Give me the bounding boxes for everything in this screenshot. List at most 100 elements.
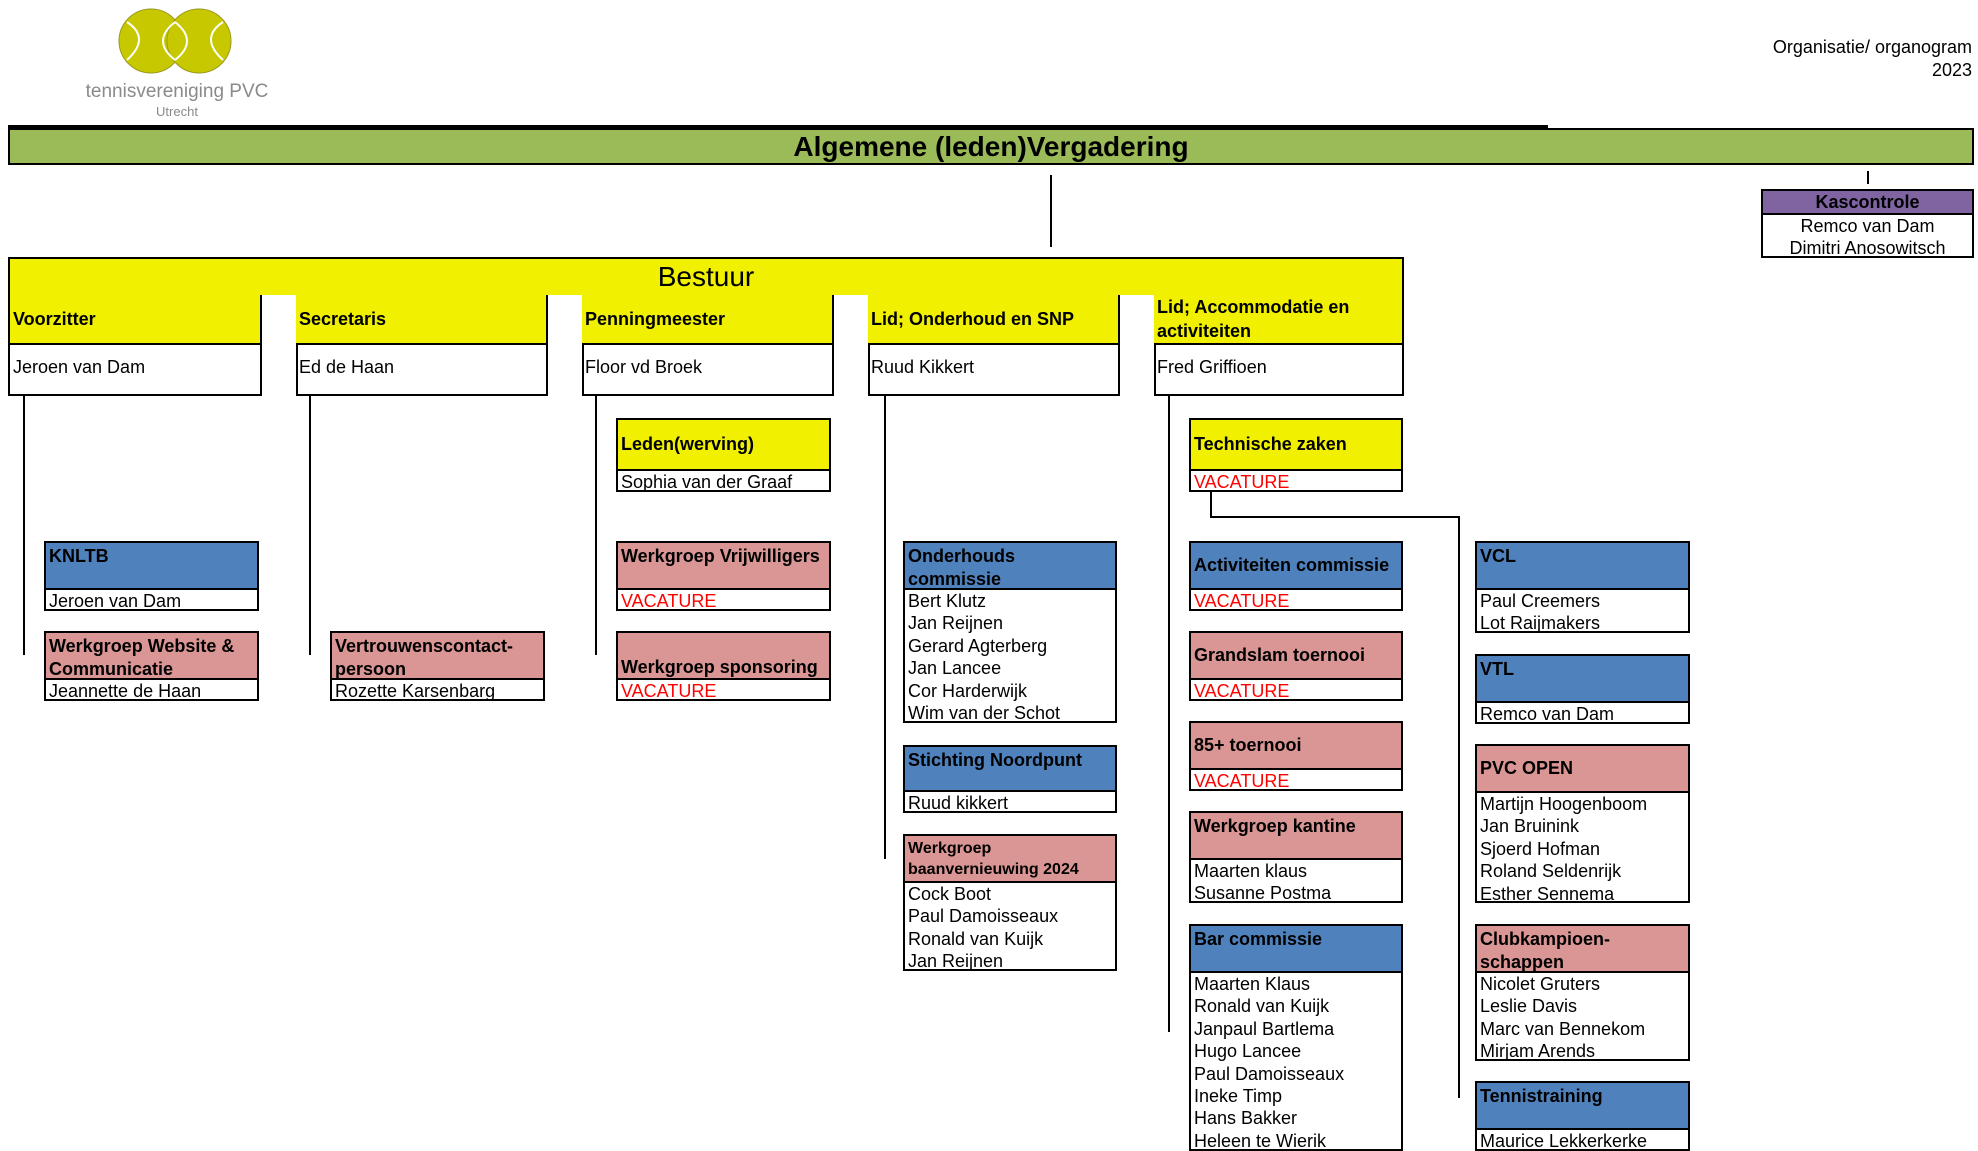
- document-title-line: Organisatie/ organogram: [1772, 37, 1972, 57]
- committee-vertrouwens: Vertrouwenscontact-persoon Rozette Karse…: [330, 631, 545, 701]
- kascontrole-title: Kascontrole: [1763, 191, 1972, 215]
- logo-name: tennisvereniging PVC: [85, 81, 269, 102]
- committee-baanvernieuwing: Werkgroep baanvernieuwing 2024 Cock Boot…: [903, 834, 1117, 971]
- committee-member: Jan Lancee: [908, 658, 1002, 679]
- committee-sponsoring: Werkgroep sponsoring VACATURE: [616, 631, 831, 701]
- committee-member: Janpaul Bartlema: [1194, 1018, 1335, 1039]
- committee-title: Onderhouds commissie: [905, 543, 1115, 590]
- committee-title: Werkgroep Vrijwilligers: [618, 543, 829, 590]
- general-assembly-bar: Algemene (leden)Vergadering: [8, 128, 1974, 165]
- document-title: Organisatie/ organogram 2023: [1773, 36, 1972, 82]
- role-title: Voorzitter: [10, 295, 262, 345]
- committee-member: Ruud kikkert: [908, 793, 1009, 813]
- committee-bar: Bar commissie Maarten Klaus Ronald van K…: [1189, 924, 1403, 1151]
- committee-title: Werkgroep kantine: [1191, 813, 1401, 860]
- vacancy-label: VACATURE: [621, 591, 717, 611]
- committee-member: Ronald van Kuijk: [1194, 996, 1330, 1017]
- committee-member: Maurice Lekkerkerke: [1480, 1131, 1648, 1151]
- committee-tennistraining: Tennistraining Maurice Lekkerkerke: [1475, 1081, 1690, 1151]
- assembly-top-rule: [8, 125, 1548, 128]
- committee-title: VTL: [1477, 656, 1688, 703]
- kascontrole-member: Remco van Dam: [1800, 216, 1935, 236]
- committee-member: Jan Reijnen: [908, 951, 1004, 971]
- committee-title: Leden(werving): [618, 420, 829, 471]
- committee-member: Sophia van der Graaf: [621, 472, 793, 492]
- role-person: Jeroen van Dam: [13, 357, 146, 377]
- role-separator: [260, 295, 298, 396]
- committee-technische: Technische zaken VACATURE: [1189, 418, 1403, 492]
- committee-noordpunt: Stichting Noordpunt Ruud kikkert: [903, 745, 1117, 813]
- committee-member: Lot Raijmakers: [1480, 613, 1601, 633]
- connector-line: [884, 396, 886, 859]
- committee-member: Jan Reijnen: [908, 613, 1004, 634]
- committee-member: Paul Creemers: [1480, 591, 1601, 611]
- committee-onderhoud: Onderhouds commissie Bert Klutz Jan Reij…: [903, 541, 1117, 723]
- committee-member: Leslie Davis: [1480, 996, 1578, 1017]
- committee-vrijwilligers: Werkgroep Vrijwilligers VACATURE: [616, 541, 831, 611]
- committee-title: VCL: [1477, 543, 1688, 590]
- committee-website: Werkgroep Website & Communicatie Jeannet…: [44, 631, 259, 701]
- committee-member: Cock Boot: [908, 884, 992, 904]
- committee-title: Activiteiten commissie: [1191, 543, 1401, 590]
- committee-member: Jeannette de Haan: [49, 681, 202, 701]
- committee-member: Mirjam Arends: [1480, 1041, 1596, 1061]
- committee-activiteiten: Activiteiten commissie VACATURE: [1189, 541, 1403, 611]
- role-secretaris: Secretaris Ed de Haan: [296, 295, 548, 396]
- committee-member: Hans Bakker: [1194, 1108, 1298, 1129]
- connector-line: [1210, 490, 1212, 517]
- committee-member: Rozette Karsenbarg: [335, 681, 496, 701]
- committee-member: Maarten Klaus: [1194, 974, 1311, 994]
- committee-member: Jan Bruinink: [1480, 816, 1580, 837]
- committee-member: Remco van Dam: [1480, 704, 1615, 724]
- role-title: Secretaris: [296, 295, 548, 345]
- connector-line: [1050, 175, 1052, 247]
- connector-line: [23, 396, 25, 655]
- bestuur-block: Bestuur Voorzitter Jeroen van Dam Secret…: [8, 257, 1404, 396]
- committee-member: Roland Seldenrijk: [1480, 861, 1622, 882]
- committee-title: Werkgroep baanvernieuwing 2024: [905, 836, 1115, 883]
- role-person: Ed de Haan: [299, 357, 395, 377]
- connector-line: [1210, 516, 1460, 518]
- committee-title: Tennistraining: [1477, 1083, 1688, 1130]
- vacancy-label: VACATURE: [1194, 591, 1290, 611]
- role-penningmeester: Penningmeester Floor vd Broek: [582, 295, 834, 396]
- role-accommodatie: Lid; Accommodatie en activiteiten Fred G…: [1154, 295, 1402, 396]
- role-separator: [832, 295, 870, 396]
- committee-member: Marc van Bennekom: [1480, 1018, 1646, 1039]
- connector-line: [309, 396, 311, 655]
- committee-member: Hugo Lancee: [1194, 1041, 1302, 1062]
- vacancy-label: VACATURE: [1194, 472, 1290, 492]
- vacancy-label: VACATURE: [1194, 771, 1290, 791]
- committee-member: Ineke Timp: [1194, 1086, 1283, 1107]
- committee-leden: Leden(werving) Sophia van der Graaf: [616, 418, 831, 492]
- committee-member: Wim van der Schot: [908, 703, 1061, 723]
- role-separator: [1118, 295, 1156, 396]
- committee-knltb: KNLTB Jeroen van Dam: [44, 541, 259, 611]
- committee-member: Nicolet Gruters: [1480, 974, 1601, 994]
- bestuur-title: Bestuur: [10, 259, 1402, 297]
- committee-title: Grandslam toernooi: [1191, 633, 1401, 680]
- committee-title: 85+ toernooi: [1191, 723, 1401, 770]
- committee-member: Paul Damoisseaux: [1194, 1063, 1345, 1084]
- committee-member: Sjoerd Hofman: [1480, 838, 1601, 859]
- role-person: Fred Griffioen: [1157, 357, 1267, 377]
- committee-title: Werkgroep Website & Communicatie: [46, 633, 257, 680]
- committee-member: Jeroen van Dam: [49, 591, 182, 611]
- committee-title: Clubkampioen-schappen: [1477, 926, 1688, 973]
- role-person: Ruud Kikkert: [871, 357, 975, 377]
- committee-vcl: VCL Paul Creemers Lot Raijmakers: [1475, 541, 1690, 633]
- document-year: 2023: [1931, 60, 1972, 80]
- committee-member: Bert Klutz: [908, 591, 987, 611]
- committee-member: Paul Damoisseaux: [908, 906, 1059, 927]
- connector-line: [1458, 516, 1460, 1098]
- role-person: Floor vd Broek: [585, 357, 703, 377]
- committee-member: Martijn Hoogenboom: [1480, 794, 1648, 814]
- committee-title: PVC OPEN: [1477, 746, 1688, 793]
- connector-line: [1168, 396, 1170, 1032]
- committee-member: Ronald van Kuijk: [908, 928, 1044, 949]
- committee-title: Stichting Noordpunt: [905, 747, 1115, 792]
- committee-member: Susanne Postma: [1194, 883, 1332, 903]
- committee-title: Bar commissie: [1191, 926, 1401, 973]
- committee-member: Heleen te Wierik: [1194, 1130, 1327, 1151]
- kascontrole-box: Kascontrole Remco van Dam Dimitri Anosow…: [1761, 189, 1974, 258]
